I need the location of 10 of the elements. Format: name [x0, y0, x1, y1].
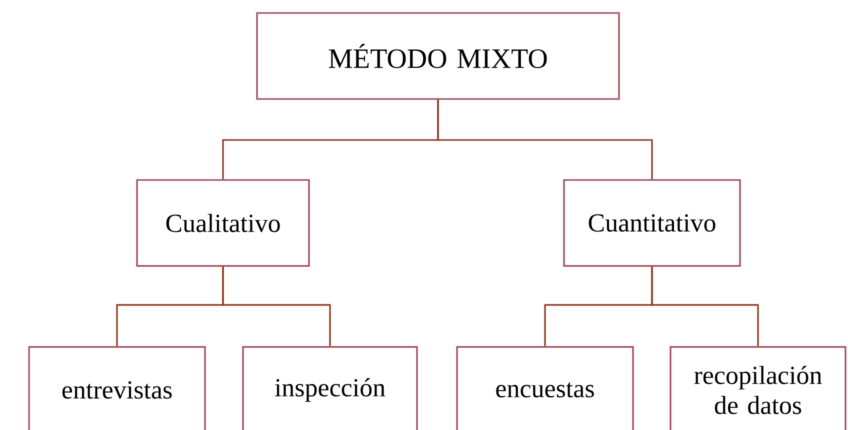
box: inspección — [242, 346, 418, 430]
connector-line — [437, 100, 653, 180]
connector-line — [222, 266, 331, 346]
connector-line — [651, 266, 759, 346]
box: encuestas — [456, 346, 634, 430]
box: MÉTODO MIXTO — [256, 12, 620, 100]
box: Cuantitativo — [563, 179, 741, 267]
box: recopilación de datos — [670, 346, 846, 430]
box: Cualitativo — [136, 179, 310, 267]
box: entrevistas — [28, 346, 206, 430]
